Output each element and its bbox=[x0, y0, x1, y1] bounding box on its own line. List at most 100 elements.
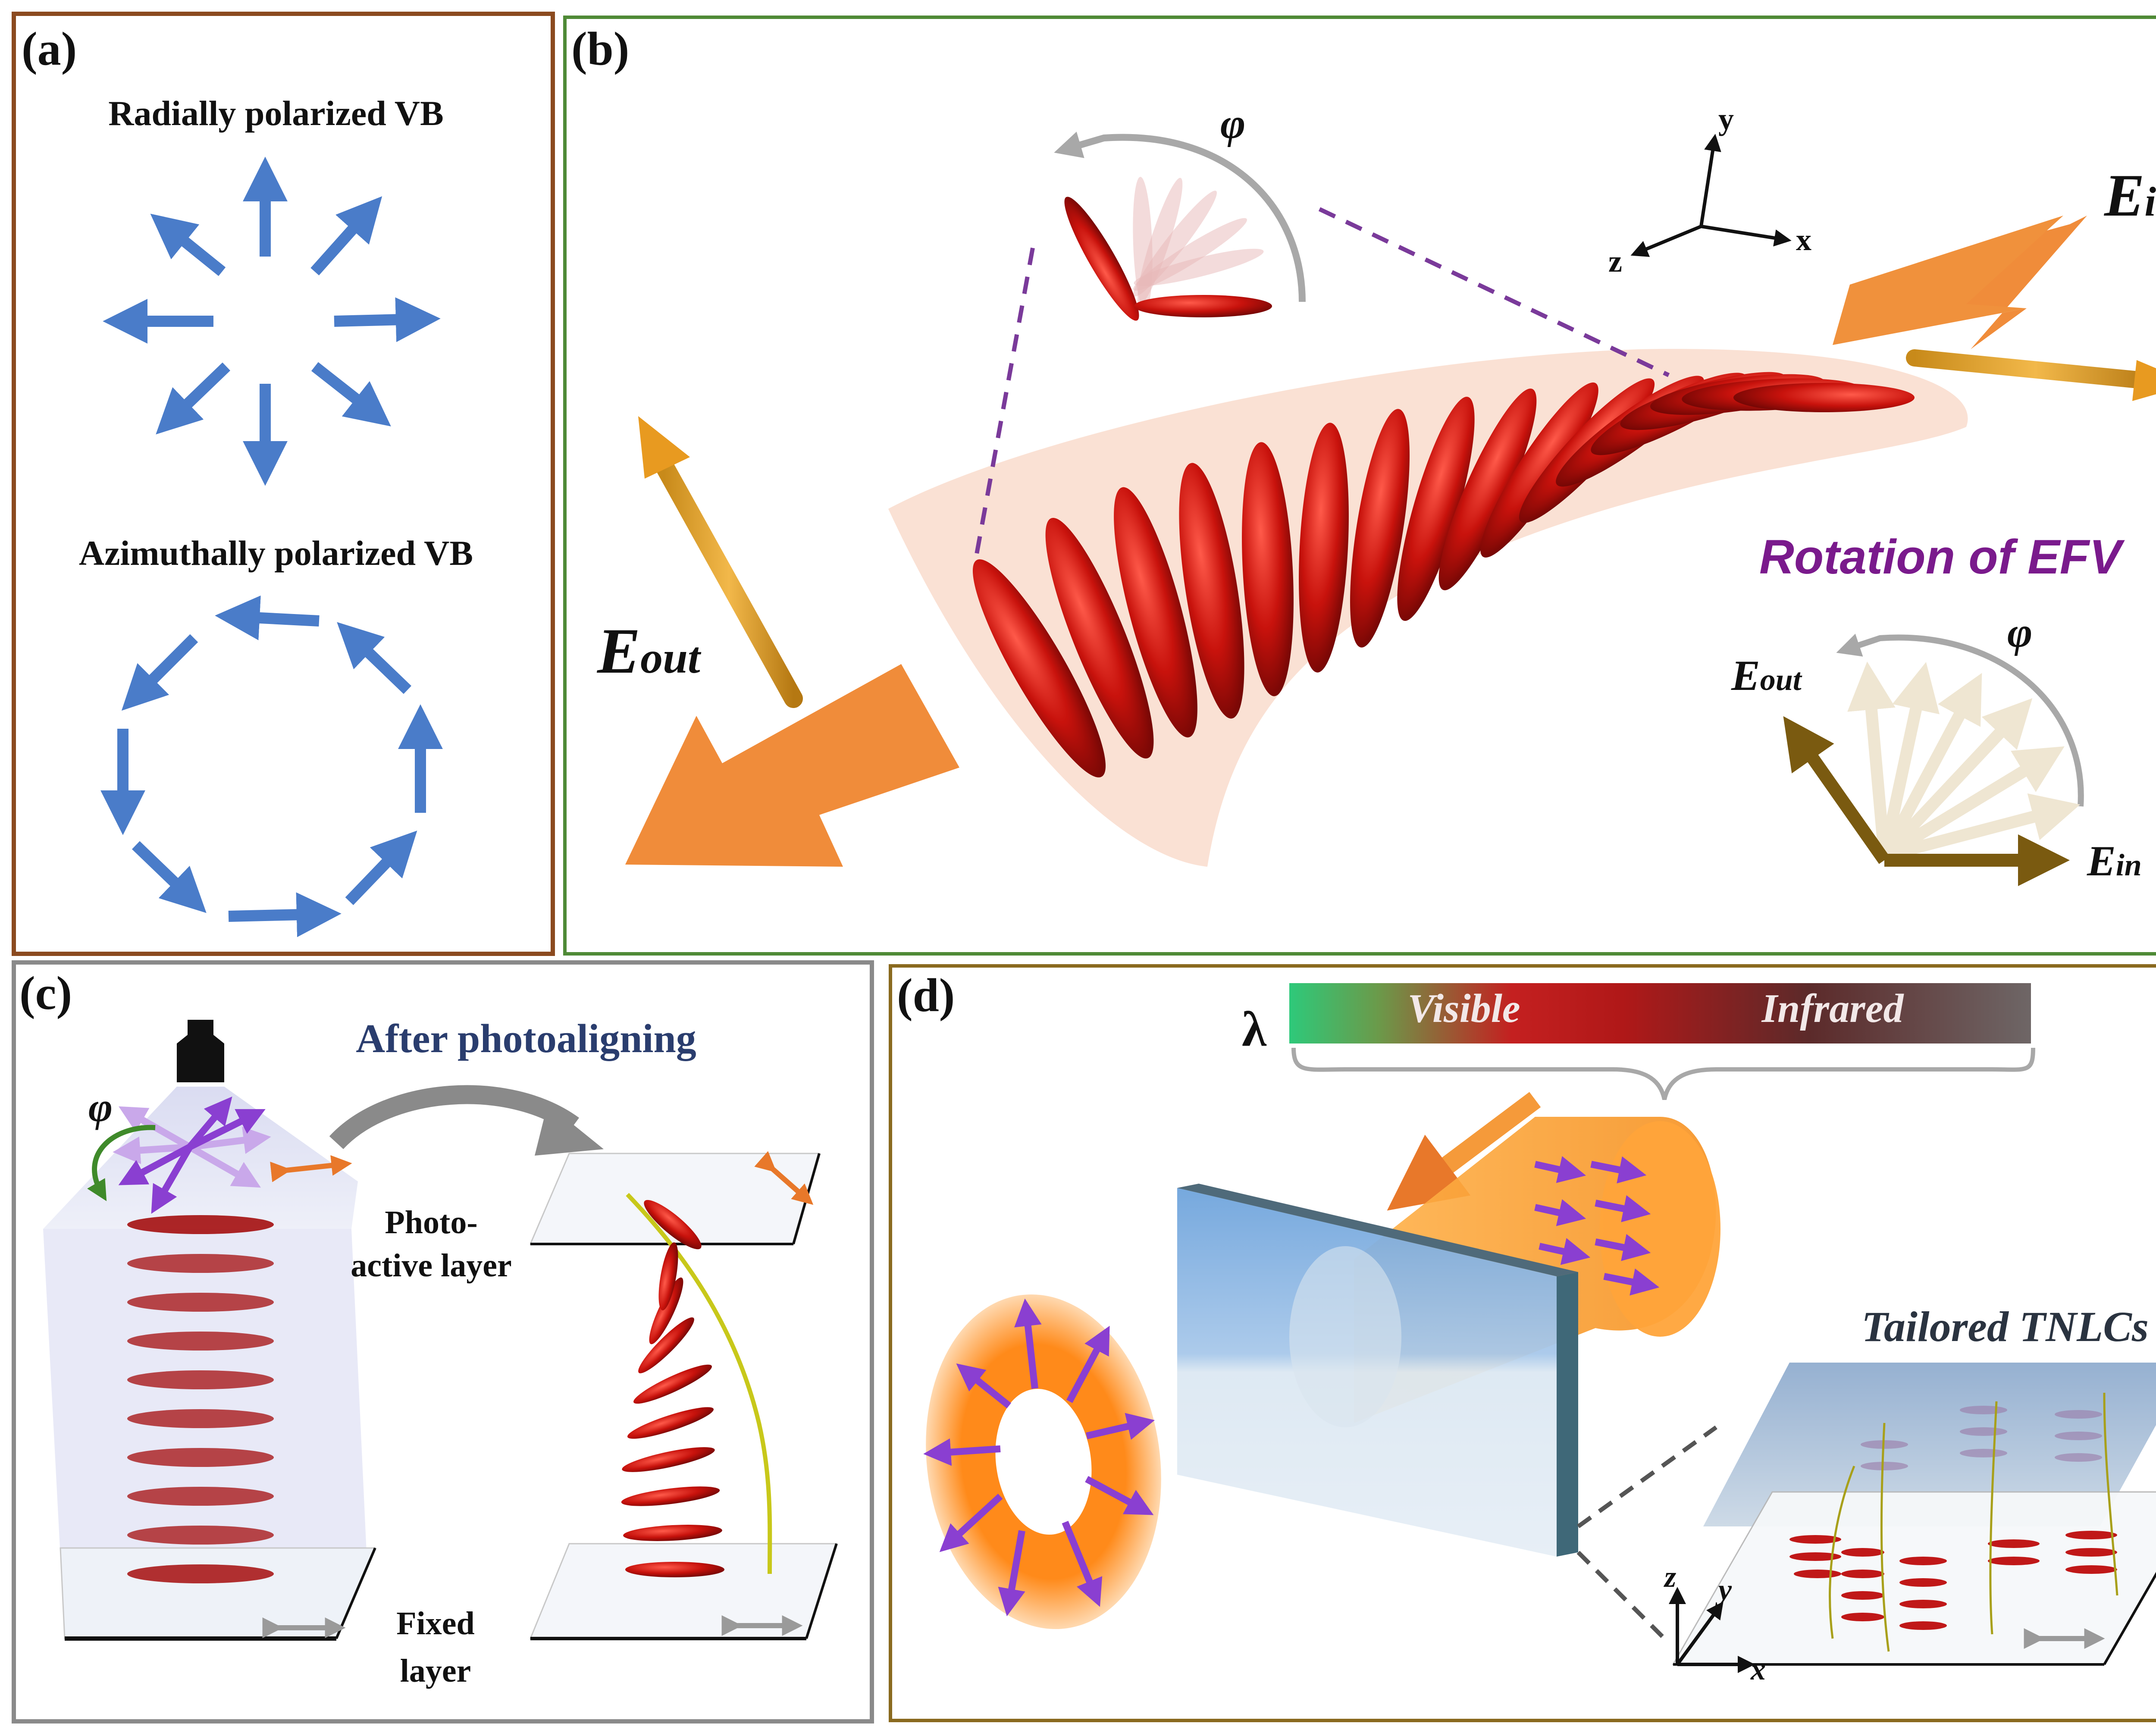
ring-radial-arrow bbox=[998, 1530, 1025, 1617]
beam-polarization-arrow bbox=[1590, 1156, 1647, 1184]
twist-curve bbox=[626, 1193, 772, 1574]
tnlc-faded-molecule bbox=[2055, 1410, 2102, 1419]
beam-cylinder-end bbox=[1600, 1121, 1720, 1337]
radial-arrow-down-right bbox=[311, 362, 391, 426]
fan-arrow bbox=[1880, 698, 2033, 860]
cell-molecule bbox=[127, 1526, 274, 1545]
radial-arrow-up-right bbox=[310, 196, 382, 276]
plate-beam-spot bbox=[1289, 1246, 1401, 1427]
bottom-plate-side bbox=[805, 1543, 838, 1639]
tnlc-curves bbox=[1829, 1392, 2118, 1652]
gold-rod-left bbox=[655, 456, 803, 708]
e-out-main: E bbox=[596, 615, 640, 687]
phi-c: φ bbox=[88, 1084, 113, 1130]
tnlc-molecule bbox=[1841, 1570, 1884, 1578]
panel-d-label: (d) bbox=[897, 969, 955, 1022]
tnlc-molecule bbox=[1794, 1570, 1841, 1578]
tnlc-molecule bbox=[2065, 1565, 2117, 1574]
phi-arc bbox=[1054, 132, 1306, 302]
rotation-fan bbox=[1847, 661, 2081, 862]
pol-arrow-light bbox=[113, 1136, 190, 1164]
gold-rod-right bbox=[1906, 349, 2156, 390]
beam-polarization-arrow bbox=[1534, 1156, 1586, 1183]
lc-sheet bbox=[888, 349, 1968, 867]
panel-b: (b) bbox=[563, 16, 2156, 956]
lc-molecule bbox=[1480, 382, 1598, 558]
infrared-label: Infrared bbox=[1761, 986, 1904, 1031]
lc-molecule bbox=[1114, 487, 1197, 738]
zoom-inset: φ bbox=[1054, 100, 1306, 321]
tnlc-twist-curve bbox=[1829, 1466, 1855, 1639]
lc-molecules bbox=[972, 372, 1915, 777]
spectrum-brace bbox=[1291, 1047, 2035, 1100]
inset-molecules bbox=[1064, 177, 1272, 321]
orange-double-arrow-left bbox=[270, 1155, 352, 1182]
tnlc-molecule bbox=[1899, 1578, 1947, 1587]
radial-arrow-right bbox=[334, 297, 441, 342]
tnlc-molecule bbox=[2065, 1548, 2117, 1557]
fixed-label-line1: Fixed bbox=[396, 1605, 475, 1642]
panel-d-frame bbox=[889, 964, 2156, 1722]
cell-body bbox=[43, 1229, 367, 1639]
tnlc-cell bbox=[1672, 1363, 2156, 1666]
cell-molecules bbox=[127, 1215, 274, 1583]
lc-molecule bbox=[972, 559, 1106, 777]
rotation-e-out-arrow bbox=[1783, 716, 1890, 864]
tnlc-twist-curve bbox=[1989, 1401, 1998, 1635]
pol-arrow-light bbox=[188, 1144, 261, 1188]
tnlc-twist-curve bbox=[2103, 1392, 2118, 1596]
beam-polarization-arrow bbox=[1595, 1195, 1651, 1222]
beam-polarization-arrow bbox=[1595, 1234, 1651, 1261]
after-photoaligning-text: After photoaligning bbox=[356, 1016, 696, 1061]
pol-arrow bbox=[188, 1109, 266, 1150]
tnlc-zoom-line-bottom bbox=[1576, 1551, 1666, 1640]
pol-arrow bbox=[151, 1145, 193, 1214]
tnlc-molecules bbox=[1789, 1531, 2117, 1630]
axis-d-x-label: x bbox=[1750, 1653, 1766, 1686]
axes-b bbox=[1630, 134, 1792, 257]
tnlc-molecule bbox=[1841, 1591, 1884, 1600]
tnlc-zoom-line-top bbox=[1577, 1425, 1717, 1529]
zoom-line-left bbox=[975, 248, 1035, 555]
inset-phi: φ bbox=[1220, 100, 1246, 147]
e-out-sub: out bbox=[640, 633, 702, 683]
lc-molecule bbox=[1299, 423, 1349, 673]
lc-cell-left bbox=[43, 1020, 376, 1641]
gold-rod-right-head bbox=[2132, 360, 2156, 401]
axis-y bbox=[1699, 134, 1721, 227]
twist-molecule bbox=[644, 1200, 702, 1250]
cell-top-pyramid bbox=[43, 1087, 358, 1229]
orange-double-arrow-right bbox=[754, 1151, 814, 1205]
pol-arrow-light bbox=[189, 1126, 271, 1154]
lc-molecule bbox=[1350, 409, 1410, 648]
e-in-label: Ein bbox=[2103, 162, 2156, 229]
fan-arrow bbox=[1879, 673, 1982, 859]
spectrum-bar bbox=[1289, 983, 2031, 1043]
twist-molecule bbox=[622, 1447, 715, 1472]
azimuthal-arrow-1 bbox=[215, 595, 320, 640]
tnlc-faded-molecule bbox=[1861, 1462, 1908, 1470]
ring-radial-arrow bbox=[939, 1494, 1003, 1552]
axis-y-label: y bbox=[1718, 102, 1734, 136]
photoalign-arrow bbox=[329, 1085, 579, 1150]
photo-label-line2: active layer bbox=[351, 1247, 511, 1284]
axis-z-label: z bbox=[1608, 244, 1622, 279]
panel-c-label: (c) bbox=[19, 967, 72, 1019]
vector-beam-ring bbox=[923, 1294, 1161, 1629]
tnlc-molecule bbox=[1899, 1600, 1947, 1608]
radial-title: Radially polarized VB bbox=[108, 94, 444, 133]
radial-arrows bbox=[103, 157, 441, 486]
ring-radial-arrow bbox=[1014, 1298, 1042, 1389]
lc-molecule bbox=[1397, 397, 1475, 621]
tnlc-molecule bbox=[1789, 1535, 1841, 1544]
light-source-icon bbox=[177, 1020, 224, 1082]
fan-arrow bbox=[1847, 661, 1896, 857]
twist-molecule bbox=[658, 1242, 678, 1310]
rotation-inset: Eout Ein φ bbox=[1731, 608, 2142, 886]
e-out-big-arrow bbox=[625, 664, 959, 867]
panel-c: (c) After photoaligning bbox=[12, 960, 874, 1723]
phi-arc-c bbox=[87, 1125, 156, 1201]
cell-bottom-plate bbox=[60, 1547, 376, 1639]
fan-arrow bbox=[1881, 746, 2065, 861]
tnlc-faded-molecule bbox=[2055, 1432, 2102, 1440]
